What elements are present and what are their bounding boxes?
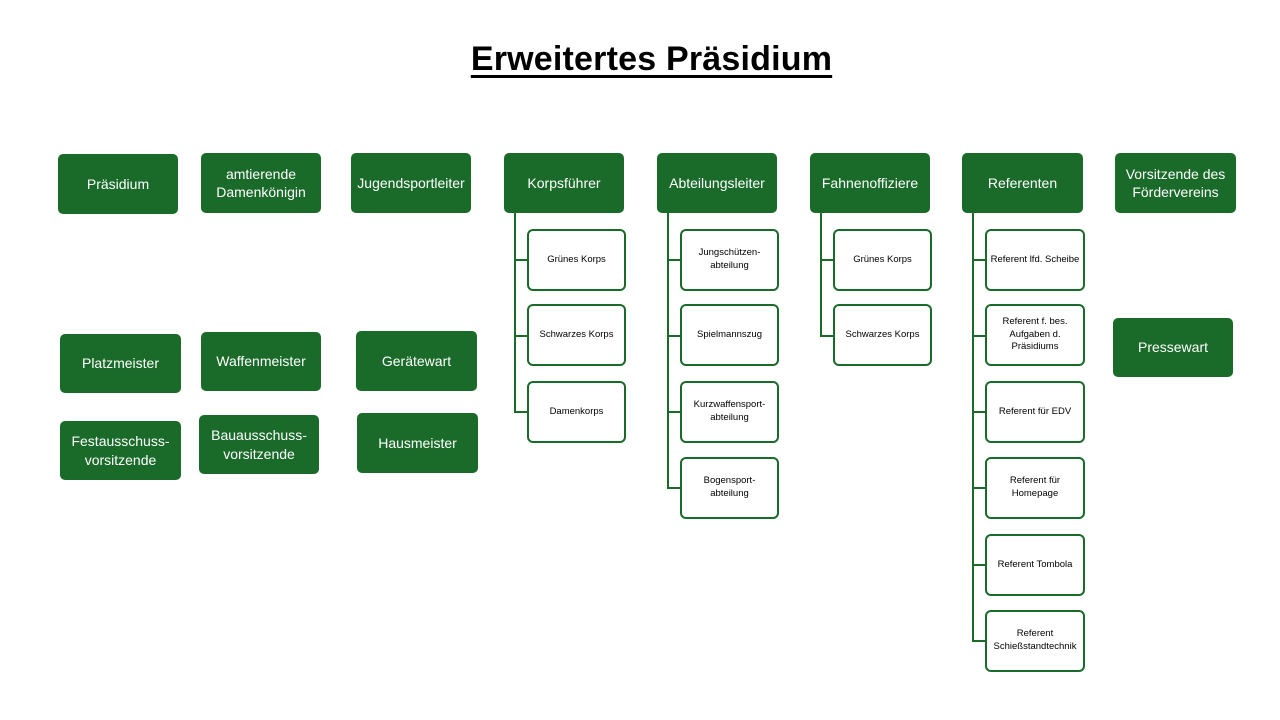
connector-fahnenoffiziere	[820, 259, 833, 261]
referent-edv: Referent für EDV	[985, 381, 1085, 443]
connector-abteilungsleiter	[667, 335, 680, 337]
referent-lfd-scheibe: Referent lfd. Scheibe	[985, 229, 1085, 291]
korps-damen: Damenkorps	[527, 381, 626, 443]
box-festausschuss: Festausschuss- vorsitzende	[60, 421, 181, 480]
connector-fahnenoffiziere	[820, 335, 833, 337]
box-korpsfuehrer: Korpsführer	[504, 153, 624, 213]
box-pressewart: Pressewart	[1113, 318, 1233, 377]
connector-abteilungsleiter	[667, 259, 680, 261]
connector-abteilungsleiter	[667, 487, 680, 489]
abteilung-bogensport: Bogensport- abteilung	[680, 457, 779, 519]
connector-referenten	[972, 411, 985, 413]
box-damenkoenigin: amtierende Damenkönigin	[201, 153, 321, 213]
box-bauausschuss: Bauausschuss- vorsitzende	[199, 415, 319, 474]
connector-referenten	[972, 487, 985, 489]
abteilung-spielmannszug: Spielmannszug	[680, 304, 779, 366]
box-hausmeister: Hausmeister	[357, 413, 478, 473]
box-praesidium: Präsidium	[58, 154, 178, 214]
connector-referenten	[972, 335, 985, 337]
referent-schiessstandtechnik: Referent Schießstandtechnik	[985, 610, 1085, 672]
fahne-schwarzes-korps: Schwarzes Korps	[833, 304, 932, 366]
connector-korpsfuehrer	[514, 411, 527, 413]
connector-korpsfuehrer	[514, 259, 527, 261]
referent-homepage: Referent für Homepage	[985, 457, 1085, 519]
connector-referenten	[972, 640, 985, 642]
connector-referenten	[972, 259, 985, 261]
box-geraetewart: Gerätewart	[356, 331, 477, 391]
page-title: Erweitertes Präsidium	[470, 40, 833, 78]
connector-abteilungsleiter	[667, 213, 669, 489]
referent-tombola: Referent Tombola	[985, 534, 1085, 596]
abteilung-kurzwaffensport: Kurzwaffensport- abteilung	[680, 381, 779, 443]
box-waffenmeister: Waffenmeister	[201, 332, 321, 391]
connector-korpsfuehrer	[514, 335, 527, 337]
connector-korpsfuehrer	[514, 213, 516, 413]
box-abteilungsleiter: Abteilungsleiter	[657, 153, 777, 213]
referent-bes-aufgaben: Referent f. bes. Aufgaben d. Präsidiums	[985, 304, 1085, 366]
box-foerderverein: Vorsitzende des Fördervereins	[1115, 153, 1236, 213]
fahne-gruenes-korps: Grünes Korps	[833, 229, 932, 291]
korps-schwarzes: Schwarzes Korps	[527, 304, 626, 366]
box-jugendsportleiter: Jugendsportleiter	[351, 153, 471, 213]
box-platzmeister: Platzmeister	[60, 334, 181, 393]
box-referenten: Referenten	[962, 153, 1083, 213]
connector-fahnenoffiziere	[820, 213, 822, 337]
abteilung-jungschuetzen: Jungschützen- abteilung	[680, 229, 779, 291]
connector-referenten	[972, 564, 985, 566]
korps-gruenes: Grünes Korps	[527, 229, 626, 291]
connector-referenten	[972, 213, 974, 642]
box-fahnenoffiziere: Fahnenoffiziere	[810, 153, 930, 213]
connector-abteilungsleiter	[667, 411, 680, 413]
